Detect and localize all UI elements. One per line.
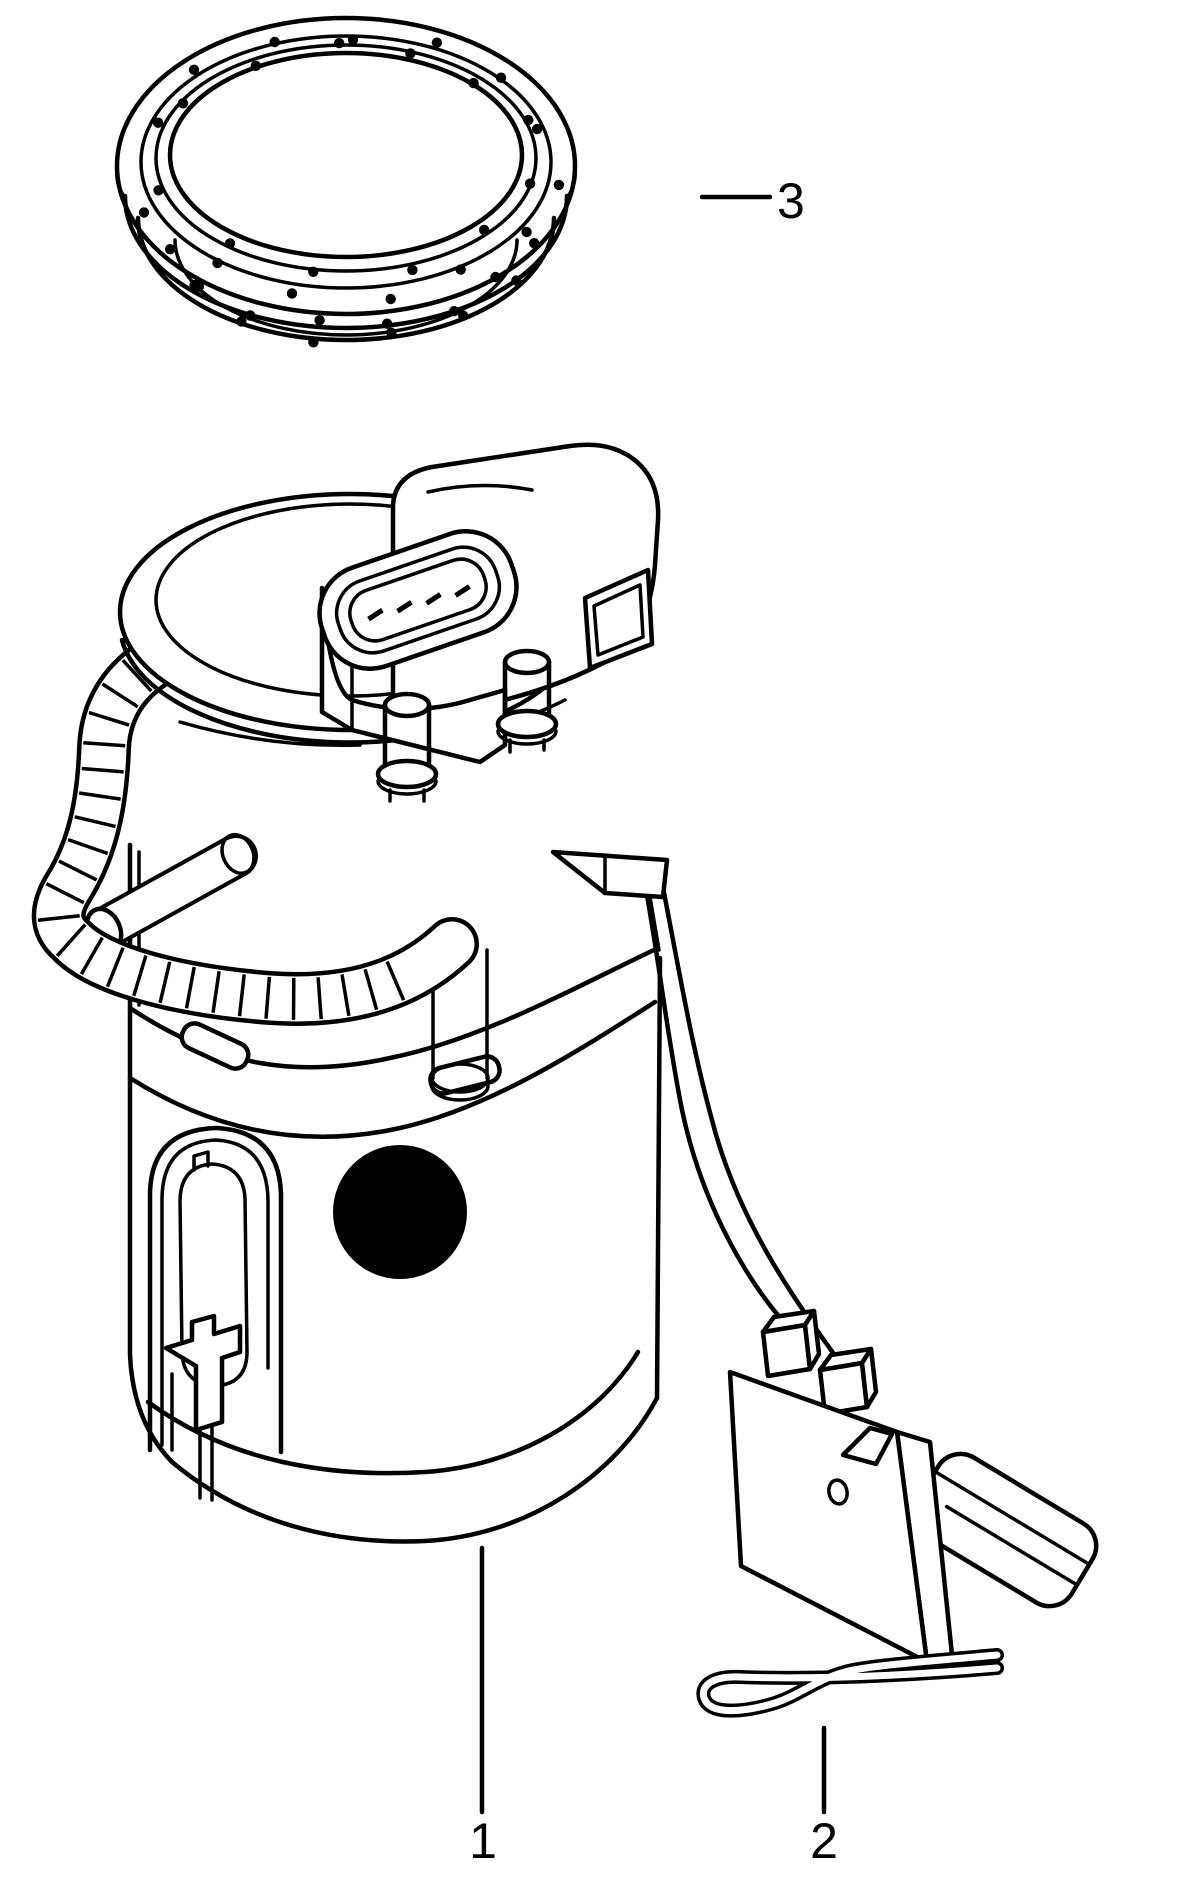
- fuel-pipe-stubs: [375, 648, 559, 803]
- seal-ring-side-right: [565, 170, 577, 200]
- seal-ring-band-edge-2: [135, 215, 557, 343]
- bracket-tab-face: [550, 849, 670, 900]
- cover-port-inner: [592, 583, 645, 657]
- pipe-stub-front: [375, 691, 439, 803]
- sender-wires: [639, 859, 844, 1367]
- sender-plate: [727, 1369, 930, 1665]
- seal-ring-outer-edge: [114, 15, 578, 317]
- callout-2-label: 2: [810, 1813, 838, 1869]
- float-channel-outer: [147, 1125, 284, 1455]
- sender-plate-hole: [827, 1478, 849, 1506]
- float-channel-inner: [160, 1138, 270, 1447]
- channel-clip-strips: [170, 1372, 214, 1502]
- pipe-stub-rear: [495, 648, 559, 754]
- connector-oval-inner: [348, 557, 488, 643]
- seal-ring-contour-1: [139, 34, 553, 290]
- fuel-delivery-unit-canister: [127, 842, 663, 1544]
- sender-wire-2: [655, 859, 844, 1367]
- seal-ring-stipple-dots: [138, 34, 565, 348]
- hose-corrugation: [37, 628, 406, 1020]
- corrugated-hose: [31, 615, 479, 1026]
- canister-left-edge: [127, 842, 175, 1465]
- callout-3-label: 3: [777, 173, 805, 229]
- flange-bracket-tab: [550, 849, 670, 952]
- bracket-tab-link: [648, 895, 661, 952]
- seal-ring-inner-edge: [167, 50, 525, 260]
- seal-ring: [114, 15, 578, 348]
- sender-wire-bracket: [696, 1648, 1004, 1718]
- float-channel-notch: [192, 1150, 210, 1172]
- canister-bottom-band: [145, 1349, 641, 1476]
- spade-connector-1: [760, 1308, 822, 1379]
- connector-oval-mid: [334, 545, 502, 655]
- rim-slot-left: [179, 1021, 251, 1071]
- fuel-gauge-sender: [696, 1369, 1099, 1718]
- smooth-tube-cap-right: [220, 832, 256, 876]
- cover-crease: [426, 483, 534, 494]
- flange-highlight-left: [178, 720, 362, 748]
- pipe-fitting-rim: [430, 1084, 490, 1102]
- canister-marker-dot: [333, 1145, 467, 1279]
- seal-ring-band-edge-1: [122, 193, 570, 331]
- electrical-connector: [317, 529, 519, 765]
- connector-pins: [367, 584, 471, 622]
- wire-spade-connectors: [760, 1308, 879, 1417]
- connector-base: [319, 585, 508, 765]
- spade-connector-2: [817, 1346, 879, 1417]
- sender-wire-1: [639, 865, 794, 1333]
- seal-ring-side-left: [115, 170, 127, 200]
- rim-slot-right: [428, 1054, 502, 1096]
- connector-oval-outer: [317, 529, 519, 671]
- canister-right-edge: [654, 955, 663, 1401]
- channel-clip: [163, 1313, 243, 1433]
- seal-ring-contour-2: [154, 43, 538, 273]
- callout-1-label: 1: [469, 1813, 497, 1869]
- cover-port-outer: [582, 567, 655, 671]
- canister-bottom-edge: [169, 1395, 660, 1544]
- callouts: 3 1 2: [469, 173, 838, 1869]
- sender-top-bracket: [840, 1425, 895, 1467]
- canister-rim-lower: [127, 999, 658, 1140]
- pipe-fitting-cap: [430, 1062, 490, 1094]
- fuel-hose-group: [31, 615, 490, 1102]
